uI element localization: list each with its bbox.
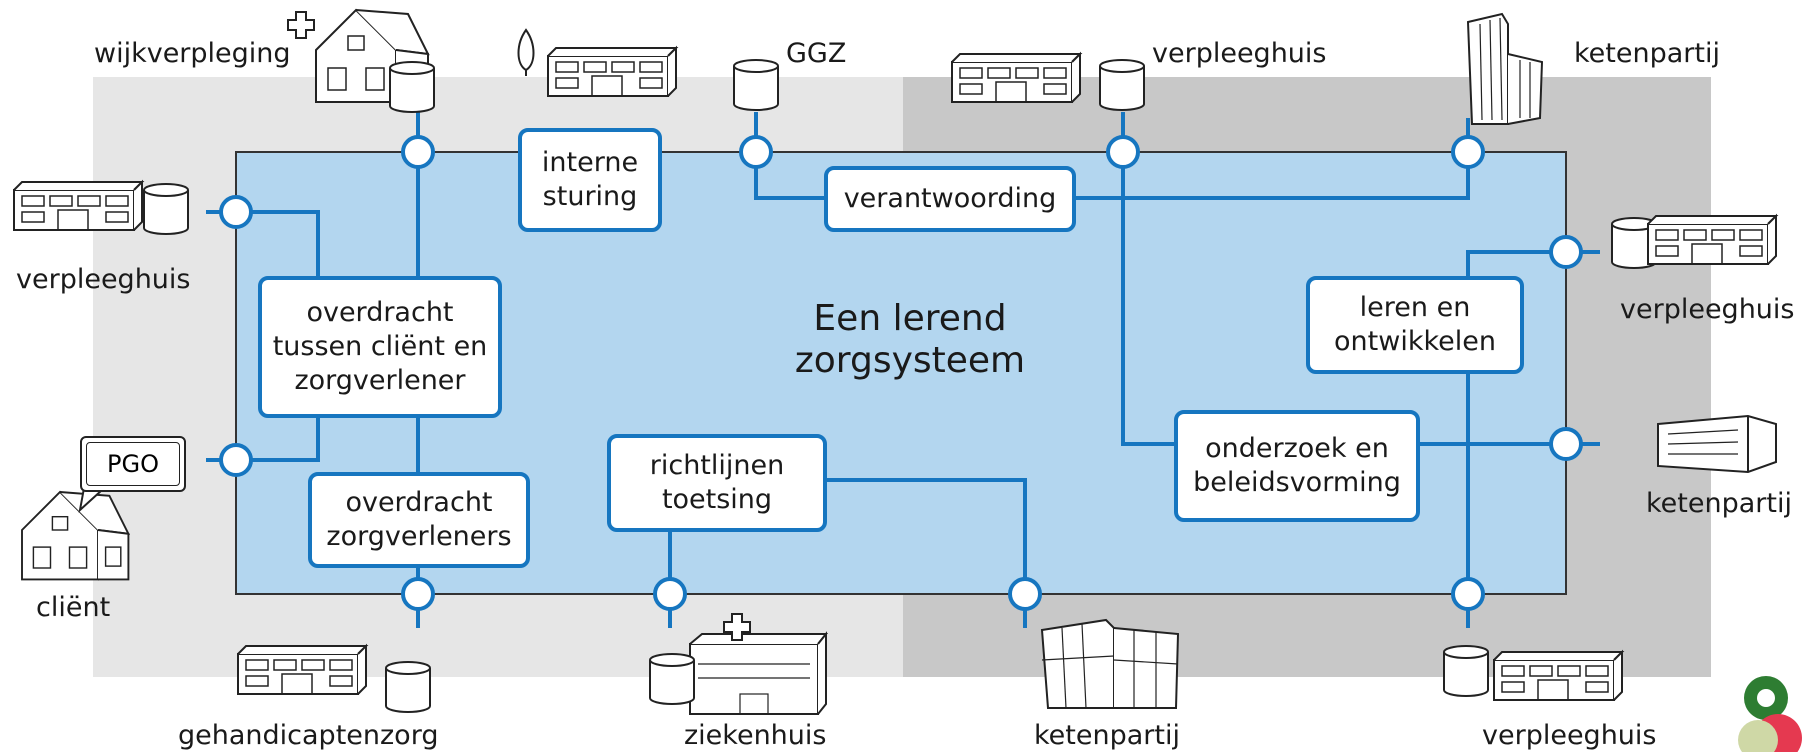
organization-logo-icon: [1738, 676, 1802, 752]
box-verantwoording: verantwoording: [824, 166, 1076, 232]
box-leren-ontwikkelen: leren en ontwikkelen: [1306, 276, 1524, 374]
client-house-icon: [21, 491, 130, 581]
verpleeghuis-building-icon: [13, 181, 189, 235]
label-verpleeghuis-top: verpleeghuis: [1152, 38, 1327, 69]
connection-node: [401, 135, 435, 169]
connection-node: [1008, 577, 1042, 611]
label-gehandicaptenzorg: gehandicaptenzorg: [178, 720, 439, 751]
label-verpleeghuis-bottom: verpleeghuis: [1482, 720, 1657, 751]
connection-node: [401, 577, 435, 611]
label-verpleeghuis-right: verpleeghuis: [1620, 294, 1795, 325]
leaf-icon: [517, 28, 535, 76]
connection-node: [219, 195, 253, 229]
box-onderzoek-beleidsvorming: onderzoek en beleidsvorming: [1174, 410, 1420, 522]
verpleeghuis-building-icon: [951, 53, 1145, 111]
label-ziekenhuis: ziekenhuis: [684, 720, 827, 751]
wijkverpleging-house-icon: [315, 9, 435, 113]
label-ketenpartij-bottom: ketenpartij: [1034, 720, 1180, 751]
connection-node: [1549, 427, 1583, 461]
connection-node: [1451, 135, 1485, 169]
box-overdracht-zorgverleners: overdracht zorgverleners: [308, 472, 530, 568]
ziekenhuis-building-icon: [649, 613, 829, 715]
verpleeghuis-building-icon: [1611, 215, 1777, 269]
label-ggz: GGZ: [786, 38, 847, 69]
connection-node: [1106, 135, 1140, 169]
label-client: cliënt: [36, 592, 111, 623]
box-overdracht-client: overdracht tussen cliënt en zorgverlener: [258, 276, 502, 418]
ketenpartij-building-icon: [1040, 618, 1180, 709]
connection-node: [739, 135, 773, 169]
pgo-bubble: PGO: [80, 436, 186, 492]
connection-node: [1549, 235, 1583, 269]
pgo-label: PGO: [107, 450, 159, 478]
verpleeghuis-building-icon: [1443, 645, 1623, 701]
label-wijkverpleging: wijkverpleging: [94, 38, 291, 69]
box-interne-sturing: interne sturing: [518, 128, 662, 232]
medical-cross-icon: [287, 11, 315, 39]
ketenpartij-tower-icon: [1467, 13, 1543, 125]
label-ketenpartij-right: ketenpartij: [1646, 488, 1792, 519]
connection-node: [653, 577, 687, 611]
label-ketenpartij-top: ketenpartij: [1574, 38, 1720, 69]
label-verpleeghuis-left: verpleeghuis: [16, 264, 191, 295]
box-richtlijnen-toetsing: richtlijnen toetsing: [607, 434, 827, 532]
connection-node: [219, 443, 253, 477]
ketenpartij-building-icon: [1657, 414, 1777, 474]
center-title: Een lerend zorgsysteem: [794, 298, 1026, 381]
connection-node: [1451, 577, 1485, 611]
